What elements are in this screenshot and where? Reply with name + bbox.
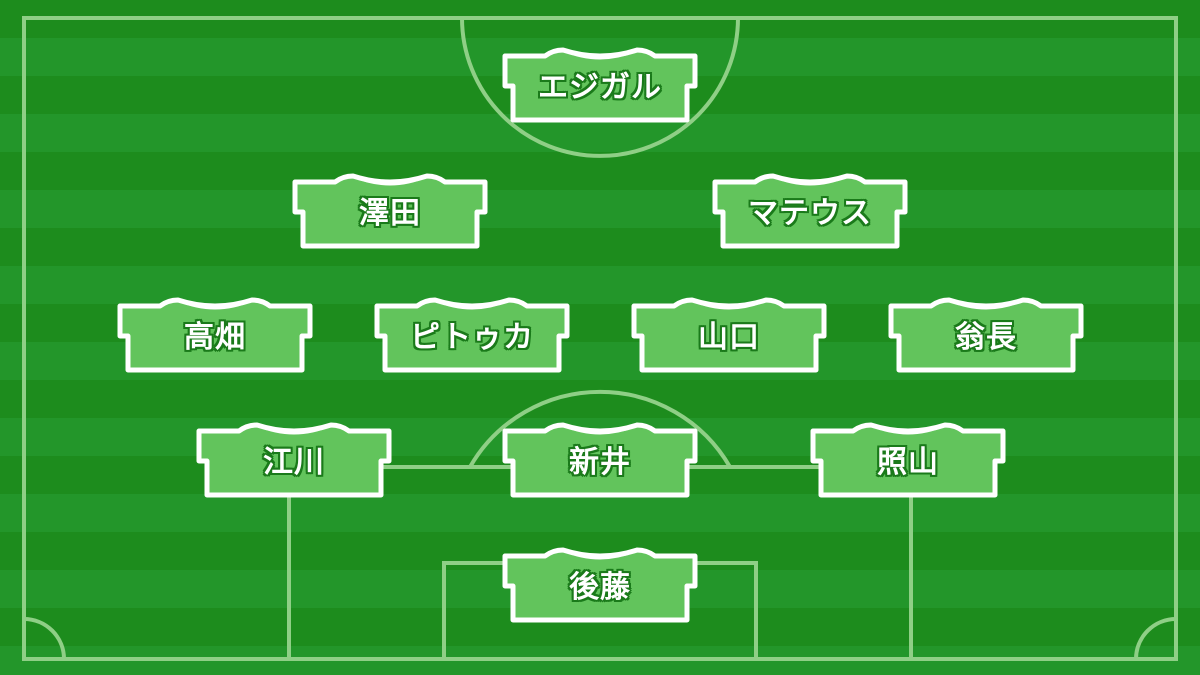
player-name: エジガル bbox=[538, 70, 662, 105]
shirt-icon bbox=[196, 422, 392, 498]
shirt-icon bbox=[117, 297, 313, 373]
player-name: 高畑 bbox=[184, 320, 246, 355]
shirt-icon bbox=[292, 173, 488, 249]
penalty-arc bbox=[468, 389, 732, 468]
player-name: 翁長 bbox=[955, 320, 1017, 355]
corner-arc-left bbox=[23, 617, 66, 660]
shirt-icon bbox=[712, 173, 908, 249]
player-defenders-2: 新井 bbox=[495, 419, 705, 501]
player-attacking-midfielders-1: 澤田 bbox=[285, 170, 495, 252]
corner-arc-right bbox=[1134, 617, 1177, 660]
player-midfielders-2: ピトゥカ bbox=[367, 294, 577, 376]
shirt-icon bbox=[502, 547, 698, 623]
center-circle bbox=[460, 17, 740, 158]
shirt-icon bbox=[502, 422, 698, 498]
shirt-icon bbox=[888, 297, 1084, 373]
player-midfielders-1: 高畑 bbox=[110, 294, 320, 376]
player-name: マテウス bbox=[748, 196, 872, 231]
player-name: 山口 bbox=[698, 320, 760, 355]
player-defenders-3: 照山 bbox=[803, 419, 1013, 501]
shirt-icon bbox=[502, 47, 698, 123]
player-name: 後藤 bbox=[569, 570, 631, 605]
player-name: 澤田 bbox=[359, 196, 421, 231]
player-defenders-1: 江川 bbox=[189, 419, 399, 501]
player-goalkeeper-1: 後藤 bbox=[495, 544, 705, 626]
player-midfielders-3: 山口 bbox=[624, 294, 834, 376]
shirt-icon bbox=[810, 422, 1006, 498]
player-name: 照山 bbox=[877, 445, 939, 480]
shirt-icon bbox=[374, 297, 570, 373]
player-midfielders-4: 翁長 bbox=[881, 294, 1091, 376]
player-name: 江川 bbox=[263, 445, 325, 480]
shirt-icon bbox=[631, 297, 827, 373]
player-attacking-midfielders-2: マテウス bbox=[705, 170, 915, 252]
player-forwards-1: エジガル bbox=[495, 44, 705, 126]
player-name: ピトゥカ bbox=[410, 320, 534, 355]
player-name: 新井 bbox=[569, 445, 631, 480]
